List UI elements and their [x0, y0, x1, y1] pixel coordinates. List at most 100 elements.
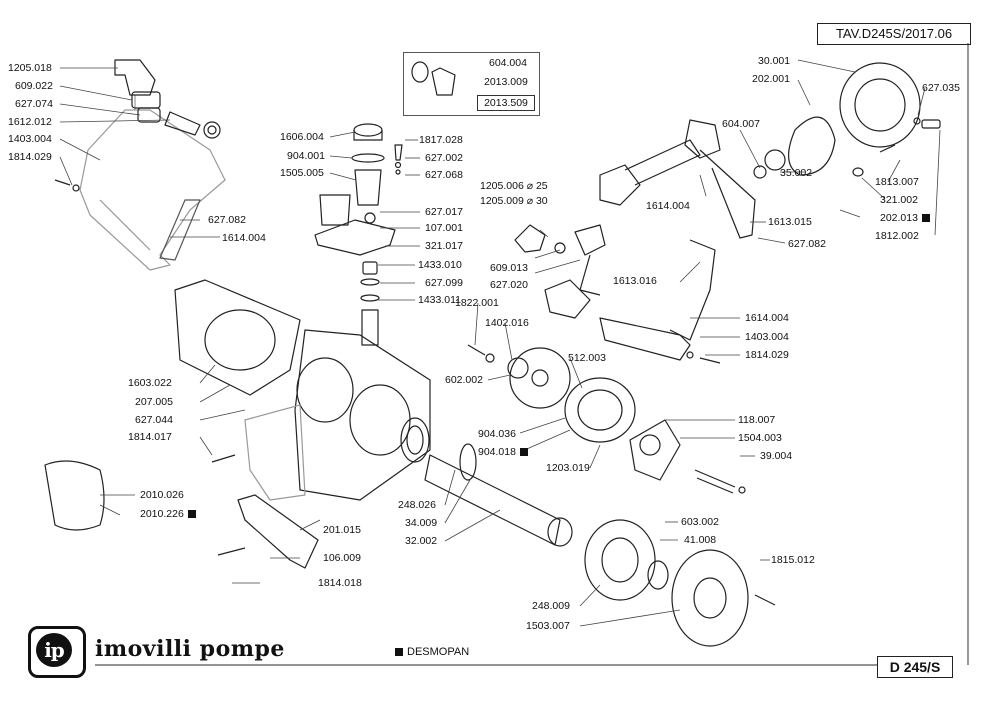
pump-body-drawing: [174, 279, 431, 501]
part-label: 627.068: [425, 169, 463, 181]
part-label: 627.099: [425, 277, 463, 289]
part-label: 1813.007: [875, 176, 919, 188]
part-label: 118.007: [738, 414, 776, 426]
part-label: 1203.019: [546, 462, 590, 474]
part-label: 604.007: [722, 118, 760, 130]
part-label: 602.002: [445, 374, 483, 386]
part-label: 627.044: [135, 414, 173, 426]
part-label: 603.002: [681, 516, 719, 528]
part-number: 1205.009: [480, 195, 524, 207]
part-label: 1815.012: [771, 554, 815, 566]
part-label: 1205.006 ⌀ 25: [480, 180, 548, 192]
part-label: 248.026: [398, 499, 436, 511]
part-label: 1613.016: [613, 275, 657, 287]
part-label: 1614.004: [222, 232, 266, 244]
part-label: 1433.011: [418, 294, 462, 306]
part-number: 202.013: [880, 212, 918, 224]
part-label: 904.036: [478, 428, 516, 440]
material-legend: DESMOPAN: [395, 646, 469, 658]
part-label: 627.017: [425, 206, 463, 218]
part-label: 1503.007: [526, 620, 570, 632]
foot-bracket-drawing: [211, 454, 319, 569]
brand-logo: ip: [28, 626, 86, 678]
seal-kit-box: [403, 52, 540, 116]
piston-drawing: [467, 344, 636, 443]
air-chamber-drawing: [753, 62, 941, 179]
diameter-value: 30: [535, 195, 548, 207]
regulator-drawing: [314, 123, 403, 346]
part-label: 627.082: [208, 214, 246, 226]
part-label: 321.017: [425, 240, 463, 252]
legend-text: DESMOPAN: [407, 646, 470, 658]
part-label: 904.001: [287, 150, 325, 162]
part-number: 1205.006: [480, 180, 524, 192]
part-label: 627.002: [425, 152, 463, 164]
part-label: 1205.009 ⌀ 30: [480, 195, 548, 207]
part-label: 1505.005: [280, 167, 324, 179]
part-label: 34.009: [405, 517, 438, 529]
diameter-value: 25: [535, 180, 548, 192]
part-label: 41.008: [684, 534, 717, 546]
part-label: 1614.004: [646, 200, 690, 212]
part-label: 627.074: [15, 98, 53, 110]
part-label: 248.009: [532, 600, 570, 612]
part-label: 1613.015: [768, 216, 812, 228]
part-number: 2010.226: [140, 508, 184, 520]
desmopan-square-icon: [187, 510, 196, 518]
part-label: 1814.018: [318, 577, 362, 589]
leader-lines: [59, 59, 941, 627]
part-label: 904.018: [478, 446, 528, 458]
part-label: 1814.029: [745, 349, 789, 361]
part-label: 202.001: [752, 73, 790, 85]
crankshaft-drawing: [400, 417, 573, 547]
rear-cover-drawing: [584, 519, 776, 647]
part-label: 1822.001: [455, 297, 499, 309]
part-label: 609.013: [490, 262, 528, 274]
part-label: 1504.003: [738, 432, 782, 444]
connecting-rod-drawing: [629, 419, 746, 494]
part-label: 202.013: [880, 212, 930, 224]
part-label: 1403.004: [8, 133, 52, 145]
legend-square-icon: [395, 648, 403, 656]
part-label: 627.020: [490, 279, 528, 291]
part-label: 32.002: [405, 535, 438, 547]
part-label: 106.009: [323, 552, 361, 564]
part-label: 1403.004: [745, 331, 789, 343]
washer-drawing: [72, 184, 80, 192]
part-label: 321.002: [880, 194, 918, 206]
diaphragm-sheet-drawing: [44, 460, 105, 531]
part-label: 1812.002: [875, 230, 919, 242]
part-label: 1603.022: [128, 377, 172, 389]
brand-logo-mark: ip: [36, 633, 72, 667]
brand-name: imovilli pompe: [95, 636, 285, 662]
table-code-box: TAV.D245S/2017.06: [817, 23, 971, 45]
part-label: 2013.009: [484, 76, 528, 88]
part-label: 627.035: [922, 82, 960, 94]
part-label: 512.003: [568, 352, 606, 364]
part-label: 2010.226: [140, 508, 196, 520]
part-label: 1606.004: [280, 131, 324, 143]
part-label: 39.004: [760, 450, 793, 462]
part-label: 627.082: [788, 238, 826, 250]
part-label: 1614.004: [745, 312, 789, 324]
part-label: 609.022: [15, 80, 53, 92]
part-label: 30.001: [758, 55, 791, 67]
seal-kit-code: 2013.509: [477, 95, 535, 111]
part-label: 1433.010: [418, 259, 462, 271]
pump-model-box: D 245/S: [877, 656, 953, 678]
part-label: 1402.016: [485, 317, 529, 329]
part-label: 2010.026: [140, 489, 184, 501]
desmopan-square-icon: [921, 214, 930, 222]
part-label: 1205.018: [8, 62, 52, 74]
part-number: 904.018: [478, 446, 516, 458]
part-label: 604.004: [489, 57, 527, 69]
part-label: 35.002: [780, 167, 813, 179]
part-label: 1814.029: [8, 151, 52, 163]
part-label: 1814.017: [128, 431, 172, 443]
part-label: 207.005: [135, 396, 173, 408]
desmopan-square-icon: [519, 448, 528, 456]
part-label: 107.001: [425, 222, 463, 234]
part-label: 1817.028: [419, 134, 463, 146]
part-label: 201.015: [323, 524, 361, 536]
